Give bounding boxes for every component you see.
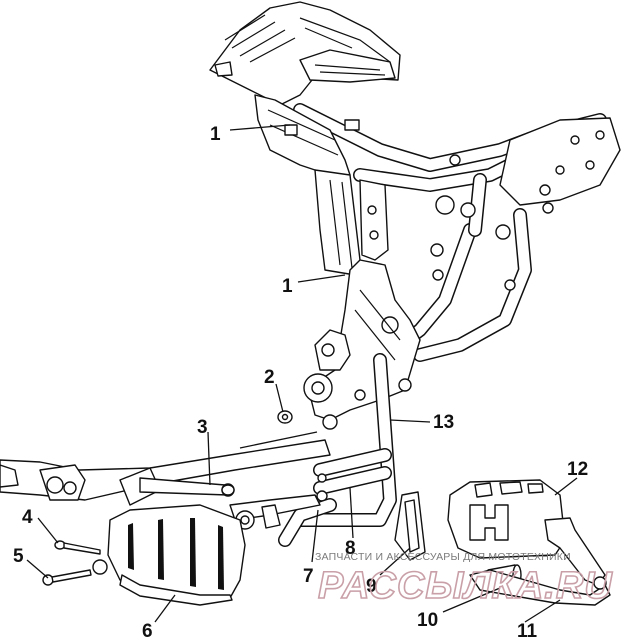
part-7-hook xyxy=(278,498,337,547)
callout-13: 13 xyxy=(433,412,454,433)
part-8-footrest-bar xyxy=(313,448,392,502)
part-12-canister xyxy=(447,479,606,586)
part-3-bar xyxy=(221,484,235,496)
part-13-tube xyxy=(293,353,397,527)
bolt-5 xyxy=(42,559,108,586)
leader-lines xyxy=(26,124,578,623)
exhaust-pipe xyxy=(0,439,331,530)
center-mount xyxy=(303,259,421,430)
callout-6: 6 xyxy=(142,621,153,640)
callout-1-lower: 1 xyxy=(282,276,293,297)
callout-1-upper: 1 xyxy=(210,124,221,145)
nut-2 xyxy=(277,410,293,424)
callout-11: 11 xyxy=(517,621,538,640)
callout-4: 4 xyxy=(22,507,33,528)
callout-7: 7 xyxy=(303,566,314,587)
bracket-1 xyxy=(254,94,389,276)
callout-9: 9 xyxy=(366,576,377,597)
watermark-logo: РАССЫЛКА.RU xyxy=(318,565,613,607)
callout-8: 8 xyxy=(345,538,356,559)
bolt-4 xyxy=(54,540,101,555)
callout-10: 10 xyxy=(417,610,438,631)
callout-12: 12 xyxy=(567,459,588,480)
watermark-text: ЗАПЧАСТИ И АКСЕССУАРЫ ДЛЯ МОТОТЕХНИКИ xyxy=(315,551,571,563)
main-frame xyxy=(293,103,621,387)
part-11-hose xyxy=(469,569,611,606)
watermark: ЗАПЧАСТИ И АКСЕССУАРЫ ДЛЯ МОТОТЕХНИКИ РА… xyxy=(315,551,613,608)
callout-3: 3 xyxy=(197,417,208,438)
callout-labels: 1 1 2 3 4 5 6 7 8 9 10 11 12 13 xyxy=(13,124,588,640)
part-6-heat-shield xyxy=(107,504,246,606)
callout-2: 2 xyxy=(264,367,275,388)
fuel-tank xyxy=(209,1,401,106)
callout-5: 5 xyxy=(13,546,24,567)
part-9-clamp xyxy=(394,491,426,561)
